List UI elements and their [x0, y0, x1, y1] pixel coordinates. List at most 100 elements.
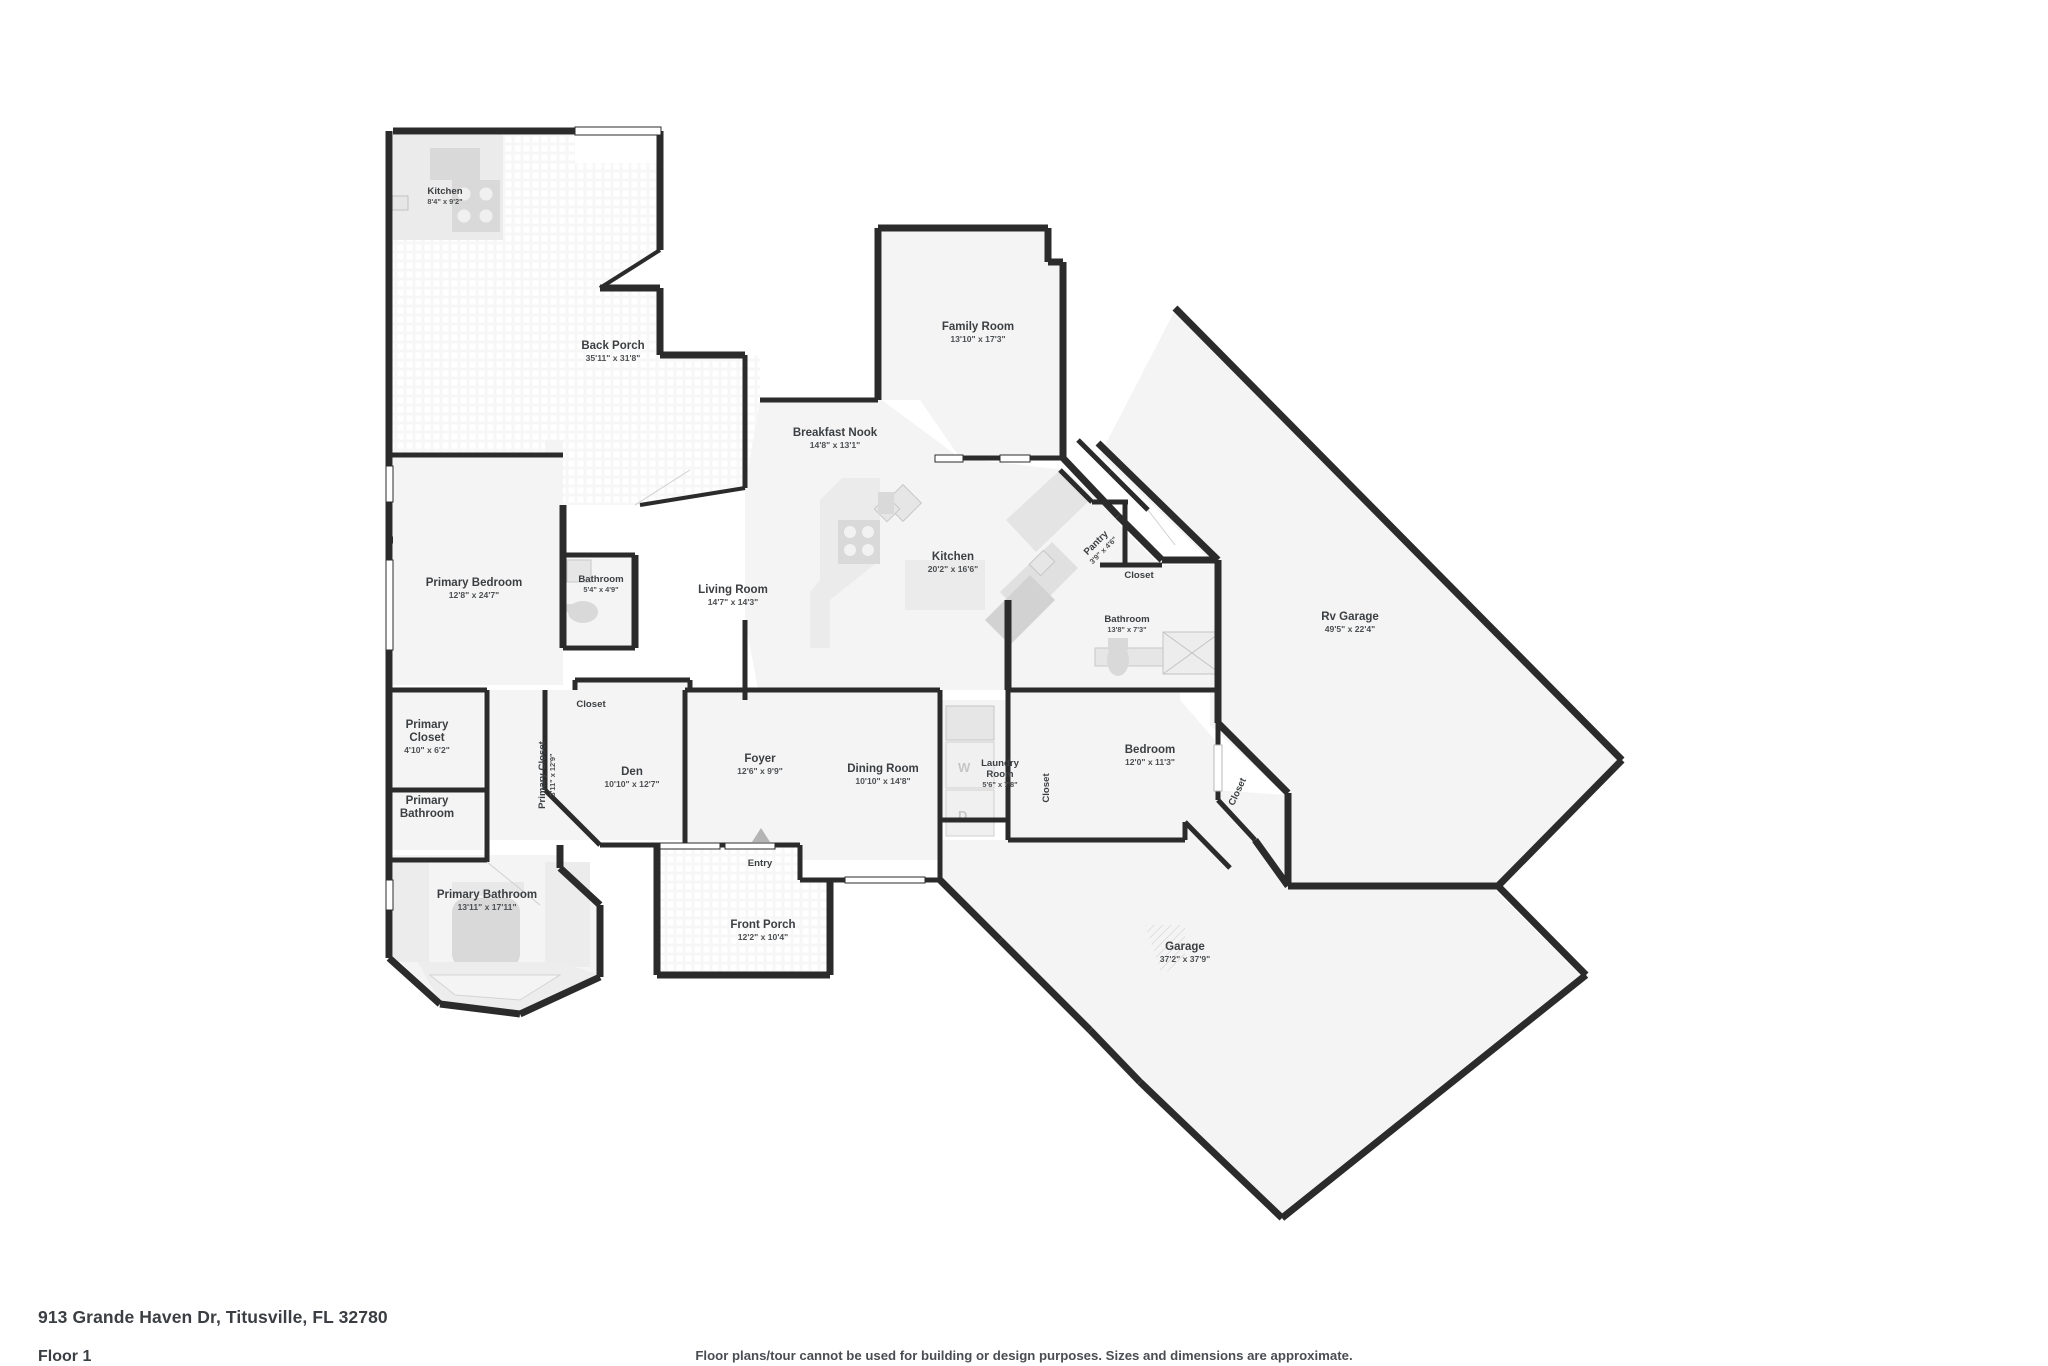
front-porch-floor [660, 845, 830, 975]
room-dimensions: 14'8" x 13'1" [810, 440, 860, 450]
wall-pantry-b [1058, 468, 1094, 504]
garage-floor [940, 790, 1580, 1215]
washer-label: W [958, 760, 971, 775]
room-dimensions: 12'8" x 24'7" [449, 590, 499, 600]
window-left-b [385, 559, 394, 651]
cooktop-icon [838, 520, 880, 564]
door-swing-c [486, 861, 541, 906]
disclaimer-text: Floor plans/tour cannot be used for buil… [695, 1348, 1353, 1363]
room-name: Family Room [942, 321, 1014, 333]
room-name: Closet [576, 699, 606, 710]
pantry-counter [1006, 470, 1090, 552]
room-dimensions: 13'11" x 17'11" [457, 902, 516, 912]
wall-rv-left-top [1095, 440, 1221, 563]
floor-label: Floor 1 [38, 1348, 92, 1365]
outdoor-stove [452, 180, 500, 232]
room-name: Living Room [698, 584, 768, 596]
room-dimensions: 12'2" x 10'4" [738, 932, 788, 942]
wall-pbath-diag-tr [557, 865, 603, 908]
room-name: Bathroom [400, 808, 454, 820]
room-name: Closet [1041, 773, 1052, 803]
closet-hatch [1145, 925, 1185, 975]
room-name: Rv Garage [1321, 611, 1379, 623]
burner-icon [862, 526, 874, 538]
room-dimensions: 5'4" x 4'9" [583, 585, 619, 594]
stairs-shape [985, 575, 1055, 645]
room-label-entry: Entry [748, 858, 773, 869]
family-room-floor [882, 228, 1060, 458]
room-dimensions: 14'7" x 14'3" [708, 597, 758, 607]
room-dimensions: 5'6" x 7'8" [982, 780, 1018, 789]
door-swing-b [1147, 509, 1176, 546]
wall-closet-bed-diag-b [1183, 820, 1232, 870]
door-bedroom [1213, 744, 1223, 792]
left-closet-floor [393, 690, 483, 850]
laundry-sink-icon [945, 705, 995, 741]
door-swing-a [634, 469, 691, 506]
wall-pcb-diag [543, 788, 602, 847]
bath-step [428, 974, 562, 1001]
room-label-closet-laundry: Closet [1041, 773, 1052, 803]
wall-liv-diag [639, 486, 746, 507]
room-label-closet-den: Closet [576, 699, 606, 710]
room-name: Room [986, 769, 1013, 780]
room-name: Closet [409, 732, 444, 744]
dryer-icon [945, 789, 995, 837]
dryer-label: D [958, 808, 967, 823]
burner-icon [844, 544, 856, 556]
wall-pbath-bottom [439, 1000, 521, 1018]
room-name: Primary Bedroom [426, 577, 523, 589]
wall-porch-diag-a [598, 248, 662, 290]
window-left-c [385, 879, 394, 911]
window-family [934, 454, 964, 463]
door-entry [659, 842, 721, 850]
entry-arrow-icon [752, 828, 770, 842]
room-dimensions: 37'2" x 37'9" [1160, 954, 1210, 964]
burner-icon [844, 526, 856, 538]
room-dimensions: 4'10" x 6'2" [404, 745, 450, 755]
window-top [574, 126, 662, 136]
closet-den-floor [575, 680, 690, 702]
window-left-a [385, 465, 394, 503]
door-entry-b [724, 842, 776, 850]
wall-closet-bed-diag [1216, 798, 1257, 842]
room-name: Kitchen [932, 551, 974, 563]
wall-pbath-diag-r [518, 973, 602, 1018]
fixtures: W D [385, 148, 1222, 1012]
room-dimensions: 13'10" x 17'3" [950, 334, 1005, 344]
primary-bedroom-floor [393, 455, 563, 685]
room-name: Primary Closet [537, 740, 548, 809]
room-name: Back Porch [581, 340, 644, 352]
room-name: Bedroom [1125, 744, 1175, 756]
burner-icon [457, 209, 471, 223]
room-dimensions: 13'8" x 7'3" [1107, 625, 1147, 634]
toilet-tank-icon [566, 604, 578, 612]
island-counter [905, 560, 985, 610]
room-dimensions: 12'0" x 11'3" [1125, 757, 1175, 767]
sink-icon [566, 559, 592, 583]
burner-icon [457, 187, 471, 201]
wall-rv-left-diag [1215, 720, 1291, 796]
bathtub-icon [452, 898, 520, 968]
